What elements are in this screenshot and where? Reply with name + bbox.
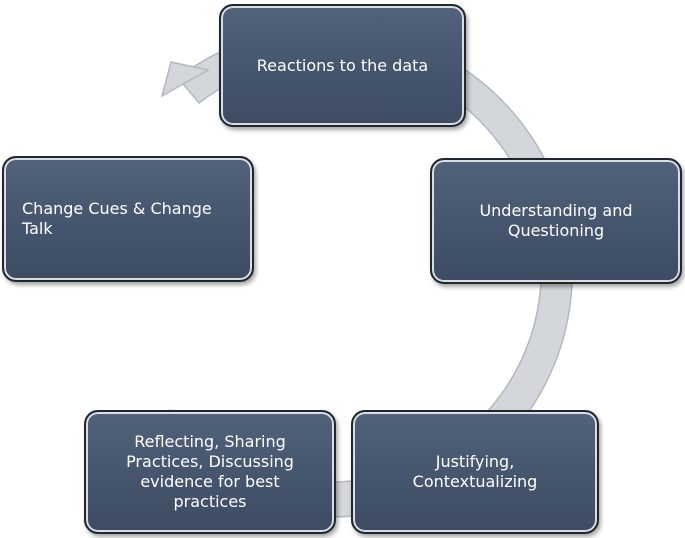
step-reflecting-sharing: Reflecting, Sharing Practices, Discussin… bbox=[84, 410, 336, 534]
step-justifying-contextualizing: Justifying, Contextualizing bbox=[351, 410, 599, 534]
step-label: Understanding and Questioning bbox=[479, 201, 633, 240]
step-label: Reflecting, Sharing Practices, Discussin… bbox=[126, 432, 294, 511]
step-change-cues-talk: Change Cues & Change Talk bbox=[2, 156, 254, 282]
step-label: Justifying, Contextualizing bbox=[412, 452, 538, 491]
step-understanding-questioning: Understanding and Questioning bbox=[430, 158, 682, 284]
step-label: Change Cues & Change Talk bbox=[22, 199, 212, 238]
step-label: Reactions to the data bbox=[256, 55, 429, 75]
step-reactions-to-data: Reactions to the data bbox=[219, 4, 466, 127]
cycle-arrowhead bbox=[160, 61, 211, 98]
